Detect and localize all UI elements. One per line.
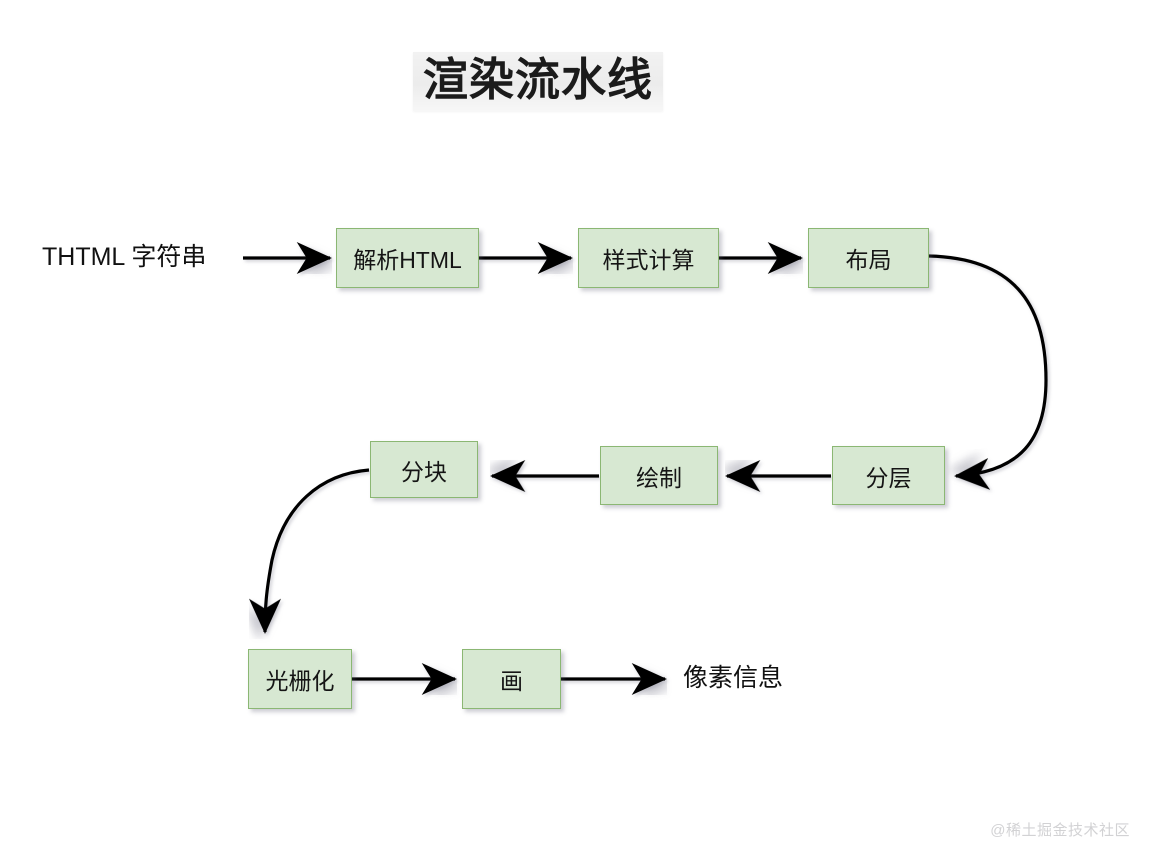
node-tiling[interactable]: 分块 — [370, 441, 478, 498]
output-label: 像素信息 — [683, 664, 784, 692]
node-layout[interactable]: 布局 — [808, 228, 929, 288]
watermark: @稀土掘金技术社区 — [990, 822, 1130, 839]
edge-layout-to-layering — [928, 254, 1048, 490]
edge-tiling-to-rasterize — [249, 468, 370, 634]
node-parse-html[interactable]: 解析HTML — [336, 228, 479, 288]
node-draw[interactable]: 画 — [462, 649, 561, 709]
node-style-calc[interactable]: 样式计算 — [578, 228, 719, 288]
node-rasterize[interactable]: 光栅化 — [248, 649, 352, 709]
node-layering[interactable]: 分层 — [832, 446, 945, 505]
node-paint[interactable]: 绘制 — [600, 446, 718, 505]
page-title: 渲染流水线 — [413, 52, 664, 112]
input-label: THTML 字符串 — [42, 243, 207, 271]
